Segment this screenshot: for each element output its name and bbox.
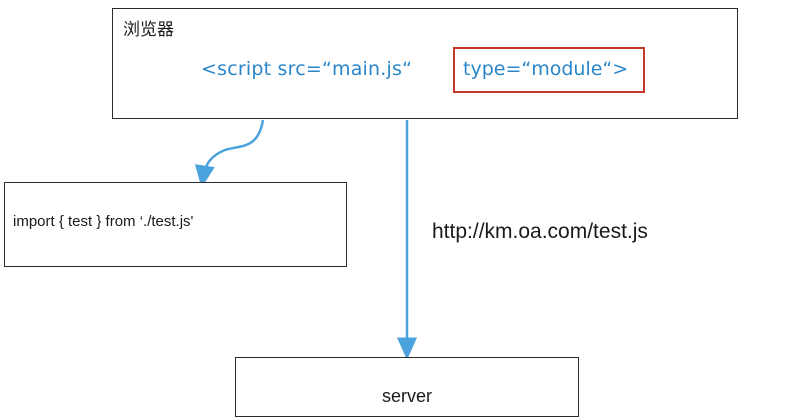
- import-arrow: [195, 119, 265, 188]
- request-url-label: http://km.oa.com/test.js: [432, 220, 648, 243]
- type-attr-highlight: [453, 47, 645, 93]
- browser-title: 浏览器: [123, 20, 174, 40]
- server-box: server: [235, 357, 579, 417]
- browser-box: 浏览器 <script src=“main.js“ type=“module“>: [112, 8, 738, 119]
- import-statement: import { test } from ‘./test.js': [13, 213, 194, 230]
- type-attr-code: type=“module“>: [463, 58, 629, 80]
- script-tag-code: <script src=“main.js“: [201, 58, 413, 80]
- server-label: server: [381, 386, 432, 406]
- connector-lines: [195, 119, 417, 360]
- import-box: import { test } from ‘./test.js': [4, 182, 347, 267]
